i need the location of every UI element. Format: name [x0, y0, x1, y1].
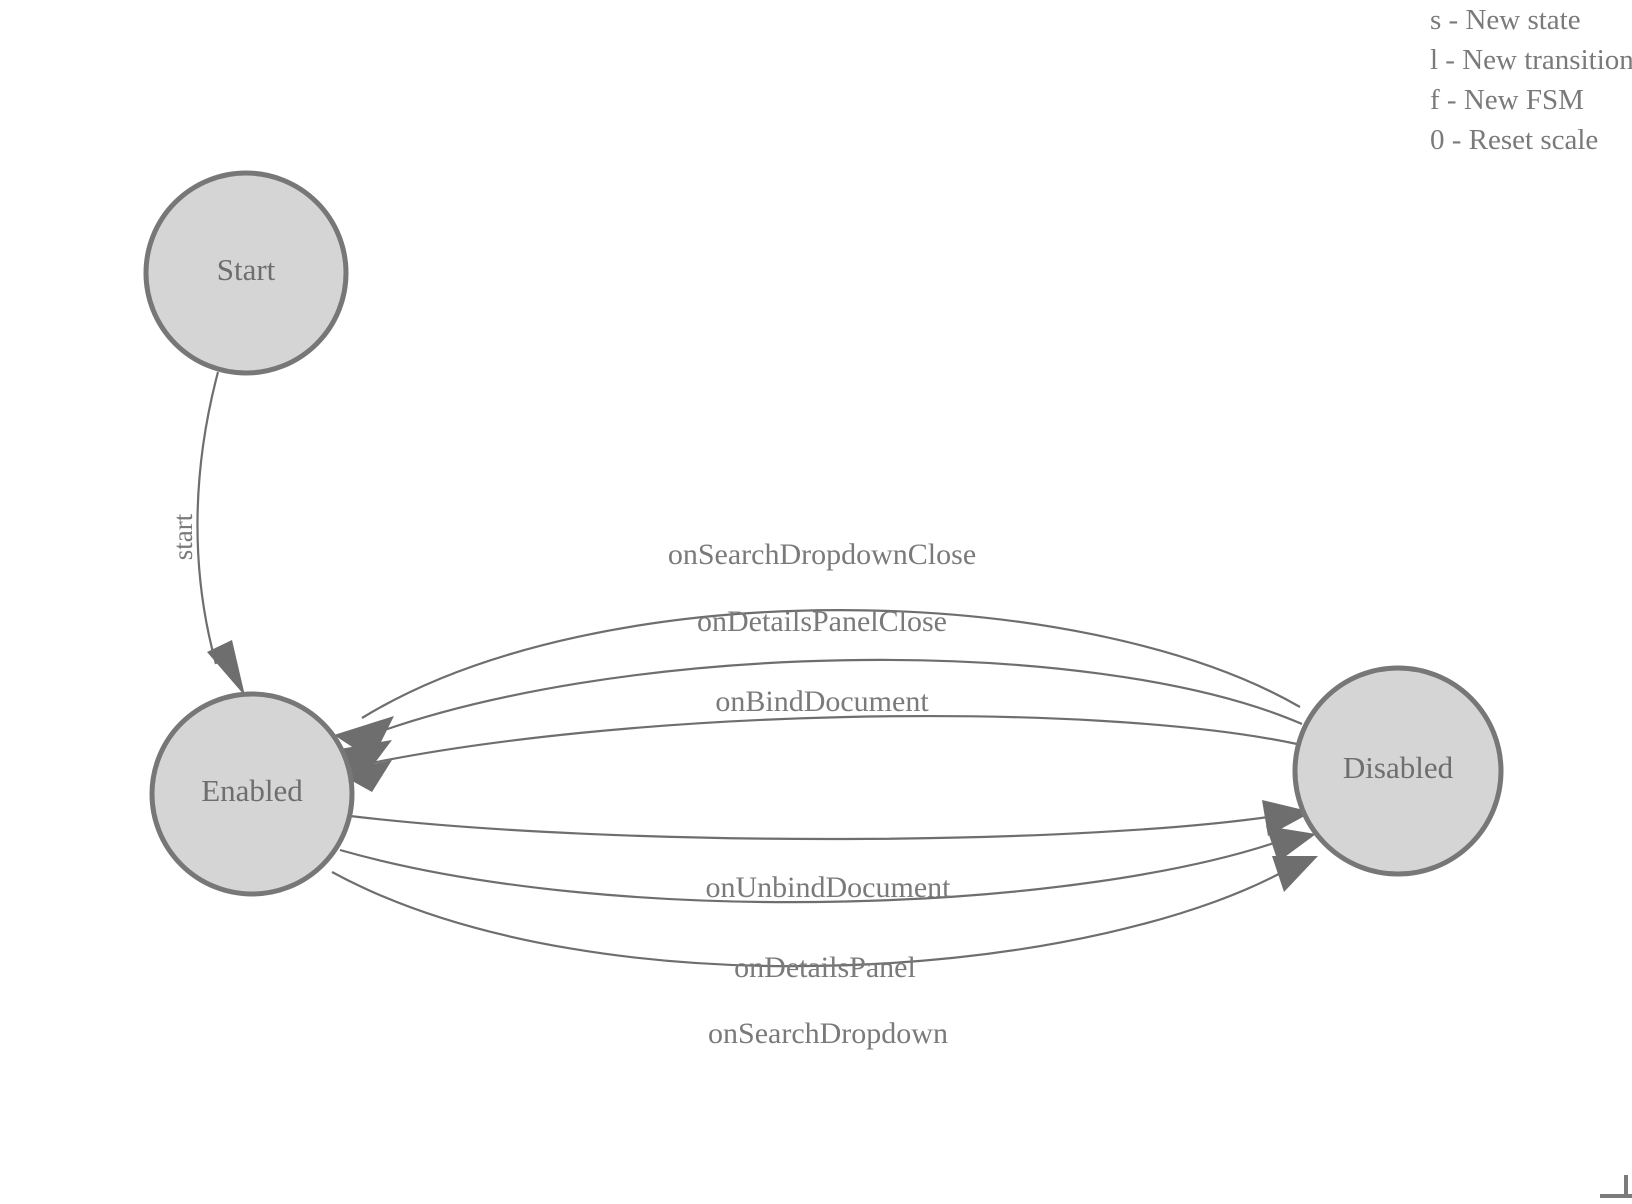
- edge-path-start-enabled[interactable]: [196, 371, 220, 665]
- legend-line-new-fsm: f - New FSM: [1430, 84, 1584, 116]
- edge-arrowhead-start-enabled: [207, 640, 245, 696]
- edge-label-onsearchdropdownclose: onSearchDropdownClose: [668, 538, 976, 571]
- state-node-start[interactable]: Start: [143, 170, 349, 376]
- edge-arrowhead-onunbinddocument: [1262, 800, 1312, 836]
- edge-enabled-to-disabled-2[interactable]: [339, 826, 1316, 904]
- edge-group: [196, 371, 1318, 968]
- edge-path-ondetailspanel[interactable]: [339, 834, 1295, 904]
- state-label-enabled: Enabled: [201, 773, 303, 808]
- edge-path-onsearchdropdown[interactable]: [331, 861, 1301, 968]
- edge-label-start: start: [168, 513, 198, 560]
- edge-label-ondetailspanel: onDetailsPanel: [734, 951, 916, 984]
- state-node-disabled[interactable]: Disabled: [1292, 665, 1504, 877]
- legend-line-reset-scale: 0 - Reset scale: [1430, 124, 1599, 156]
- edge-start-to-enabled[interactable]: [196, 371, 245, 696]
- state-node-enabled[interactable]: Enabled: [149, 691, 355, 897]
- edge-arrowhead-onsearchdropdown: [1272, 856, 1318, 892]
- state-circle-disabled[interactable]: [1292, 665, 1504, 877]
- corner-handle-horizontal-bar: [1600, 1194, 1632, 1198]
- edge-disabled-to-enabled-2[interactable]: [334, 658, 1303, 780]
- edge-arrowhead-ondetailspanelclose: [334, 740, 392, 780]
- edge-disabled-to-enabled-3[interactable]: [336, 714, 1298, 792]
- edge-label-onsearchdropdown: onSearchDropdown: [708, 1017, 948, 1050]
- edge-path-onbinddocument[interactable]: [347, 714, 1298, 770]
- edge-path-onunbinddocument[interactable]: [349, 812, 1289, 841]
- corner-handle-vertical-bar: [1624, 1175, 1628, 1198]
- state-circle-start[interactable]: [143, 170, 349, 376]
- edge-arrowhead-ondetailspanel: [1266, 826, 1316, 862]
- state-circle-enabled[interactable]: [149, 691, 355, 897]
- shortcut-legend: s - New state l - New transition f - New…: [1430, 0, 1632, 160]
- edge-enabled-to-disabled-3[interactable]: [331, 856, 1318, 968]
- edge-arrowhead-onbinddocument: [336, 760, 392, 792]
- node-group: Start Enabled Disabled: [143, 170, 1504, 897]
- legend-line-new-transition: l - New transition: [1430, 44, 1632, 76]
- edge-label-ondetailspanelclose: onDetailsPanelClose: [697, 605, 947, 638]
- legend-line-new-state: s - New state: [1430, 4, 1581, 36]
- state-label-start: Start: [217, 252, 276, 287]
- edge-label-onunbinddocument: onUnbindDocument: [706, 871, 952, 904]
- edge-label-group: start onSearchDropdownClose onDetailsPan…: [168, 513, 976, 1050]
- state-label-disabled: Disabled: [1343, 750, 1454, 785]
- edge-path-ondetailspanelclose[interactable]: [351, 658, 1303, 744]
- resize-corner-handle[interactable]: [1572, 1175, 1632, 1204]
- edge-path-onsearchdropdownclose[interactable]: [361, 609, 1301, 719]
- edge-label-onbinddocument: onBindDocument: [715, 685, 929, 718]
- edge-enabled-to-disabled-1[interactable]: [349, 800, 1312, 841]
